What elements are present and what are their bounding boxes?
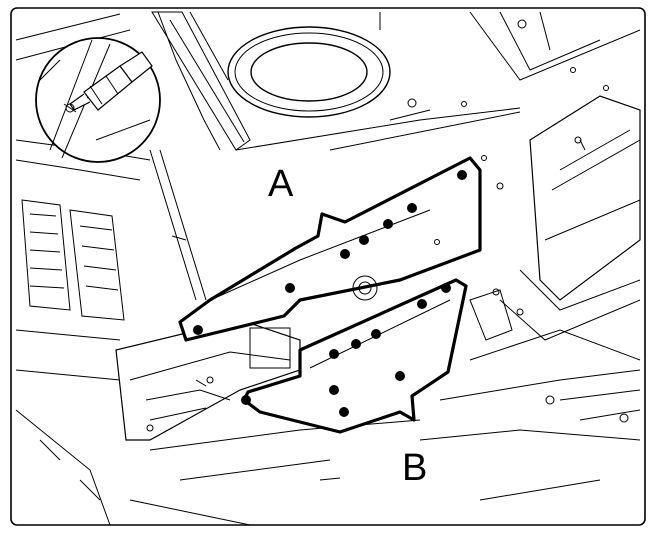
panel-b-outline xyxy=(242,278,468,434)
panel-a xyxy=(178,155,487,342)
wheel-well-outer xyxy=(227,26,391,118)
label-b: B xyxy=(402,447,427,489)
floor-ribs xyxy=(21,199,125,321)
spot-weld xyxy=(441,283,451,293)
wheel-well-inner xyxy=(250,42,368,102)
spot-weld xyxy=(329,385,339,395)
spot-weld xyxy=(329,349,339,359)
spot-weld xyxy=(340,249,350,259)
spot-weld xyxy=(285,283,295,293)
wheel-well-mid xyxy=(234,32,384,112)
spot-weld xyxy=(339,407,349,417)
drill-spot-weld-icon xyxy=(35,37,161,163)
rear-frame-right xyxy=(529,95,641,301)
spot-weld xyxy=(371,329,381,339)
panel-a-outline xyxy=(178,156,482,342)
spot-weld xyxy=(407,203,417,213)
spot-weld xyxy=(241,395,251,405)
spot-weld xyxy=(193,325,203,335)
spot-weld xyxy=(383,219,393,229)
bracket-assembly xyxy=(115,319,301,441)
spot-weld xyxy=(395,371,405,381)
bracket-plate xyxy=(115,319,301,441)
floor-structure xyxy=(15,11,641,526)
panel-b xyxy=(241,278,468,434)
rail-top-left xyxy=(151,11,251,151)
panel-a-hole xyxy=(352,275,378,301)
spot-weld xyxy=(359,235,369,245)
spot-weld xyxy=(351,339,361,349)
label-a: A xyxy=(268,163,294,205)
spot-weld xyxy=(457,170,467,180)
frame-border xyxy=(10,7,646,526)
spot-weld xyxy=(417,299,427,309)
